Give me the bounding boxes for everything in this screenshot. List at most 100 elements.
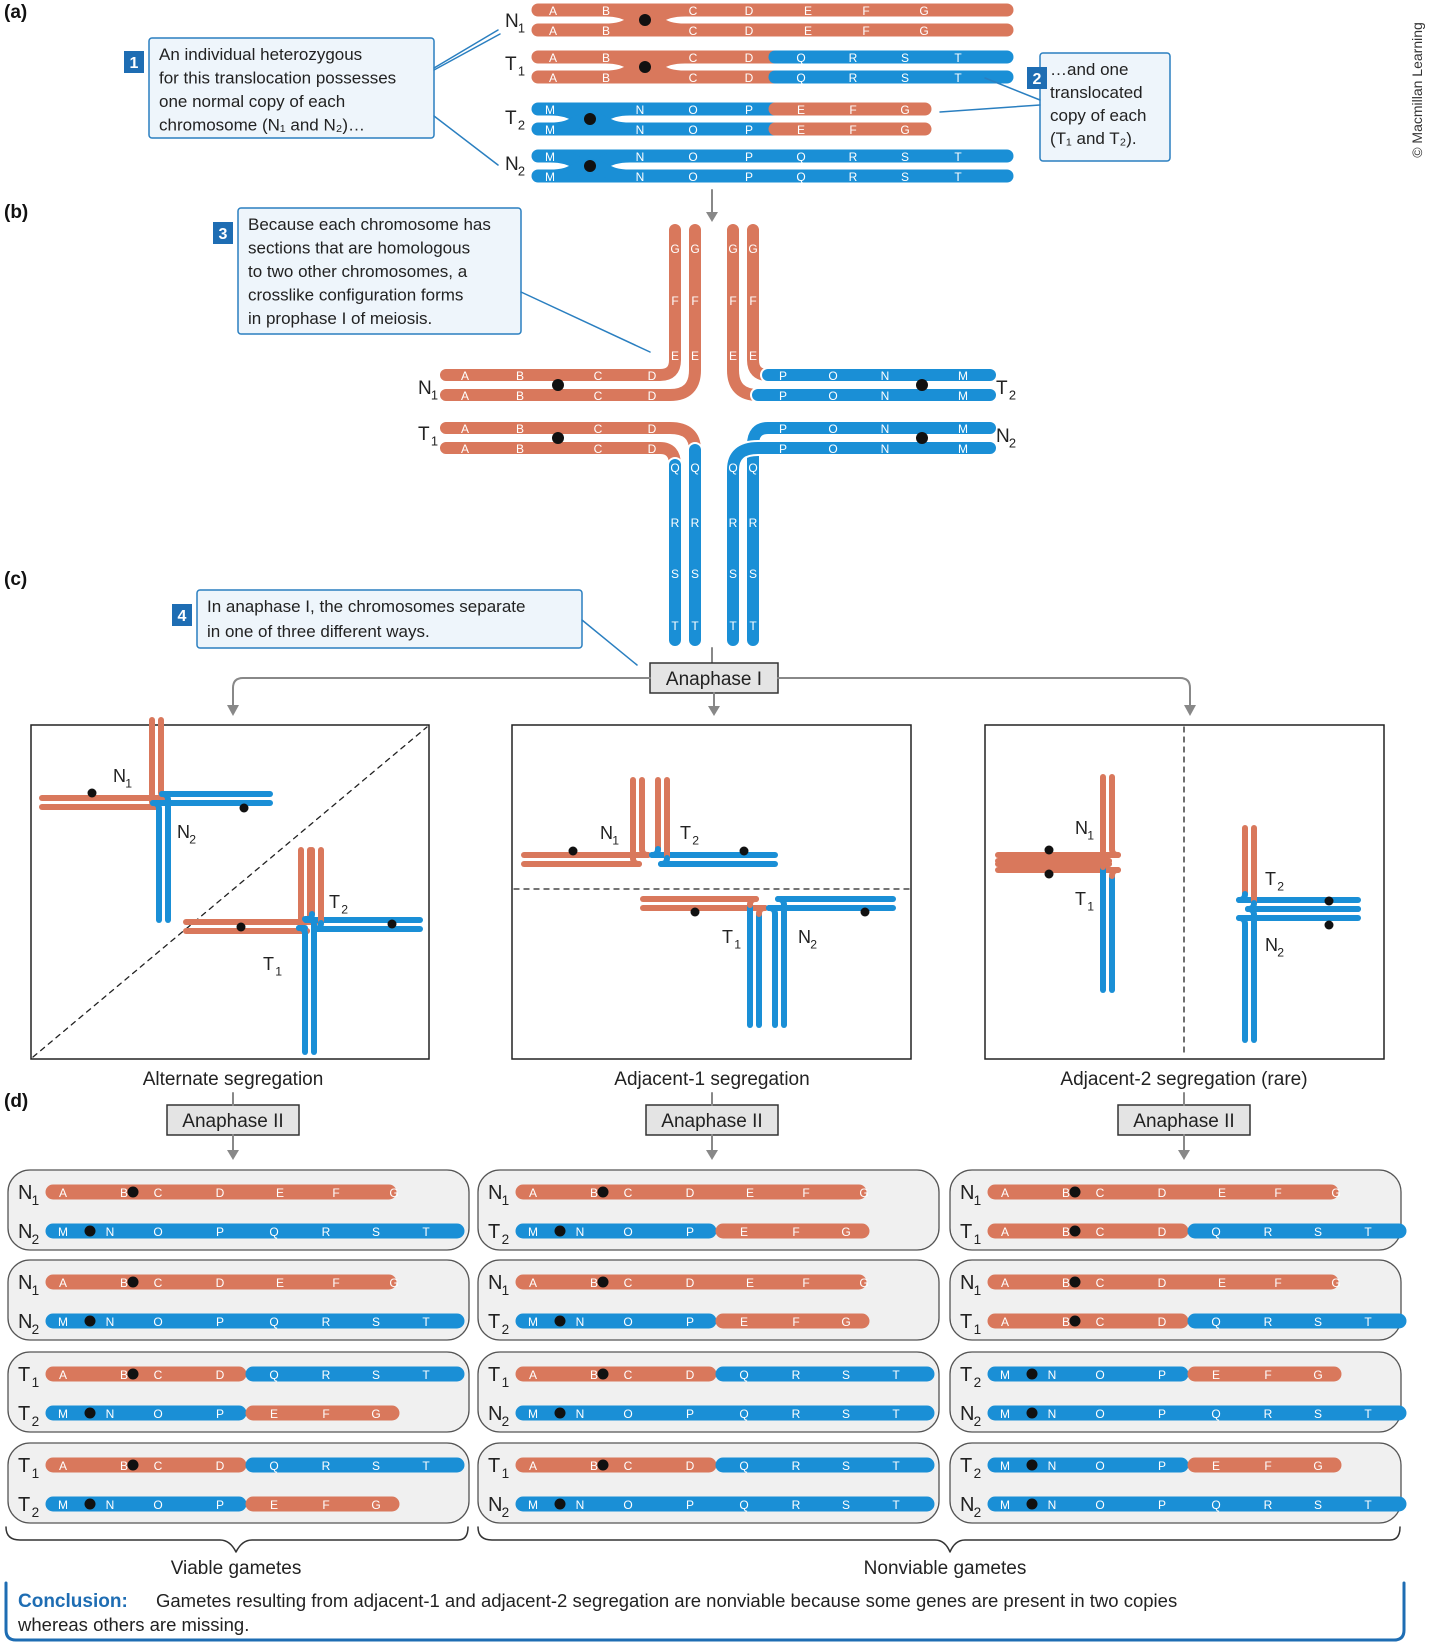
callout-4-pointer [581,619,638,666]
alt-label-T2-sub: 2 [341,902,348,916]
cross-gene: P [779,389,787,403]
branch-right [777,677,1191,713]
label-a-N2-sub: 2 [518,164,525,179]
pair-T1-gene-T: T [954,51,962,65]
callout-3-num: 3 [219,226,228,243]
gamete-1-2-b-label-sub: 2 [502,1414,510,1429]
gamete-2-0-b-gene-R: R [1264,1225,1273,1239]
gamete-2-2-a-gene-N: N [1048,1368,1057,1382]
pair-N1-gene-G: G [919,24,928,38]
gamete-0-1-b-gene-T: T [422,1315,430,1329]
alt-label-N2-sub: 2 [189,832,196,846]
gamete-2-1-a-gene-G: G [1331,1276,1340,1290]
gamete-1-1-a-gene-D: D [686,1276,695,1290]
gamete-0-0-b-gene-R: R [322,1225,331,1239]
adj1-label-T1: T [722,927,733,947]
cross-N2-centromere [916,432,928,444]
adj1-T1-c [756,905,768,917]
gamete-1-3-a-label: T [488,1455,500,1477]
gamete-2-1-a-label-sub: 1 [974,1283,982,1298]
gamete-0-1-a-centromere [127,1276,139,1288]
nonviable-brace [477,1526,1401,1553]
cross-N1-centromere [552,379,564,391]
label-b-T2: T [996,378,1008,399]
gamete-0-0-b-gene-S: S [372,1225,380,1239]
callout-2-line: …and one [1050,60,1128,79]
gamete-2-2-a-gene-F: F [1264,1368,1271,1382]
gamete-1-3-b-gene-R: R [792,1498,801,1512]
adj2-T1-c [1100,858,1112,870]
gamete-0-3-a-gene-R: R [322,1459,331,1473]
gamete-0-3-a-gene-A: A [59,1459,67,1473]
gamete-1-2-a-gene-C: C [624,1368,633,1382]
gamete-2-0-b-centromere [1069,1225,1081,1237]
gamete-2-2-a-centromere [1026,1368,1038,1380]
gamete-0-0-b-gene-Q: Q [269,1225,278,1239]
cross-gene: D [648,369,657,383]
pair-N2-gene-P: P [745,150,753,164]
gamete-0-3-a-gene-B: B [120,1459,128,1473]
cross-gene: C [594,442,603,456]
gamete-2-3-b-gene-N: N [1048,1498,1057,1512]
gamete-0-3-b-gene-N: N [106,1498,115,1512]
gamete-2-2-a-label: T [960,1364,972,1386]
adj2-T1-centromere [1044,869,1054,879]
gamete-0-3-a-label-sub: 1 [32,1466,40,1481]
adj2-T1-c [1109,867,1121,879]
gamete-1-2-b-gene-Q: Q [739,1407,748,1421]
pair-T2-gene-F: F [849,123,856,137]
pair-N2-gene-R: R [849,170,858,184]
gamete-2-3-a-gene-P: P [1158,1459,1166,1473]
gamete-2-3-a-label-sub: 2 [974,1466,982,1481]
gamete-0-0-a-gene-E: E [276,1186,284,1200]
pair-N1-gene-F: F [862,4,869,18]
label-b-N1: N [418,378,432,399]
anaphase2-arrow-2-head [1178,1150,1190,1160]
label-a-T1-sub: 1 [518,64,525,79]
gamete-2-1-a-gene-C: C [1096,1276,1105,1290]
gamete-1-1-b-centromere [554,1315,566,1327]
branch-middle-head [708,706,720,716]
callout-3-box [237,207,522,335]
callout-2-box [1039,52,1171,162]
gamete-1-1-b-label-sub: 2 [502,1322,510,1337]
alt-N1-centromere [87,788,97,798]
cross-gene: F [691,294,698,308]
pair-N1-gene-A: A [549,24,557,38]
gamete-1-0-a-gene-E: E [746,1186,754,1200]
pair-T2-gene-O: O [688,103,697,117]
cross-N1-strand2 [440,224,701,401]
gamete-2-0-b-label: T [960,1221,972,1243]
gamete-0-1-a-label: N [18,1272,32,1294]
gamete-0-2-a-gene-B: B [120,1368,128,1382]
pair-N1-gene-C: C [689,4,698,18]
pair-T1-gene-A: A [549,71,557,85]
pair-T2-gene-E: E [797,123,805,137]
adj1-T1-centromere [690,907,700,917]
cross-gene: F [749,294,756,308]
adj1-label-T1-sub: 1 [734,937,741,951]
gamete-2-3-b-gene-T: T [1364,1498,1372,1512]
nonviable-gametes-label: Nonviable gametes [864,1558,1027,1579]
gamete-2-1-a-centromere [1069,1276,1081,1288]
gamete-2-3-b-gene-O: O [1095,1498,1104,1512]
pair-T2-gene-O: O [688,123,697,137]
gamete-1-0-b-gene-P: P [686,1225,694,1239]
gamete-2-0-b-gene-T: T [1364,1225,1372,1239]
gamete-1-3-b-gene-Q: Q [739,1498,748,1512]
gamete-0-2-b-centromere [84,1407,96,1419]
callout-4-num-bg [172,604,192,626]
gamete-0-3-a-gene-T: T [422,1459,430,1473]
panel-label-c: (c) [4,569,27,590]
gamete-0-3-b-centromere [84,1498,96,1510]
gamete-0-2-b-gene-P: P [216,1407,224,1421]
gamete-2-1-a-gene-D: D [1158,1276,1167,1290]
anaphase1-label: Anaphase I [666,669,762,690]
arrow-a-b-head [706,212,718,222]
gamete-2-2-b-label-sub: 2 [974,1414,982,1429]
cross-gene: T [691,619,699,633]
label-b-T1: T [418,424,430,445]
gamete-2-3-a-gene-G: G [1313,1459,1322,1473]
adj1-N1-centromere [568,846,578,856]
gamete-0-2-a-gene-D: D [216,1368,225,1382]
